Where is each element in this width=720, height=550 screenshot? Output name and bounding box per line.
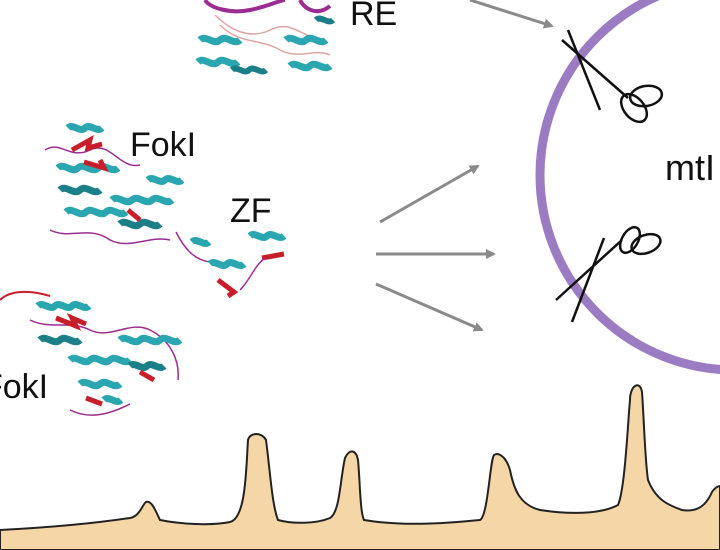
arrow-icon <box>375 282 484 332</box>
arrow-group <box>375 0 554 332</box>
cell-surface <box>0 384 720 550</box>
arrow-icon <box>379 164 480 224</box>
fokl-top-label: FokI <box>130 126 196 164</box>
protein-ribbon-icon <box>44 123 185 245</box>
mitochondrion-membrane <box>535 0 720 374</box>
scissors-icon <box>561 29 664 124</box>
fokl-left-label: FokI <box>0 368 48 406</box>
mt-label: mtI <box>665 147 715 188</box>
protein-ribbon-icon <box>175 231 287 299</box>
protein-ribbon-icon <box>0 290 183 416</box>
arrow-icon <box>469 0 554 29</box>
zf-label: ZF <box>230 192 272 230</box>
scissors-icon <box>555 225 662 323</box>
protein-ribbon-icon <box>195 0 336 75</box>
re-label: RE <box>350 0 397 33</box>
